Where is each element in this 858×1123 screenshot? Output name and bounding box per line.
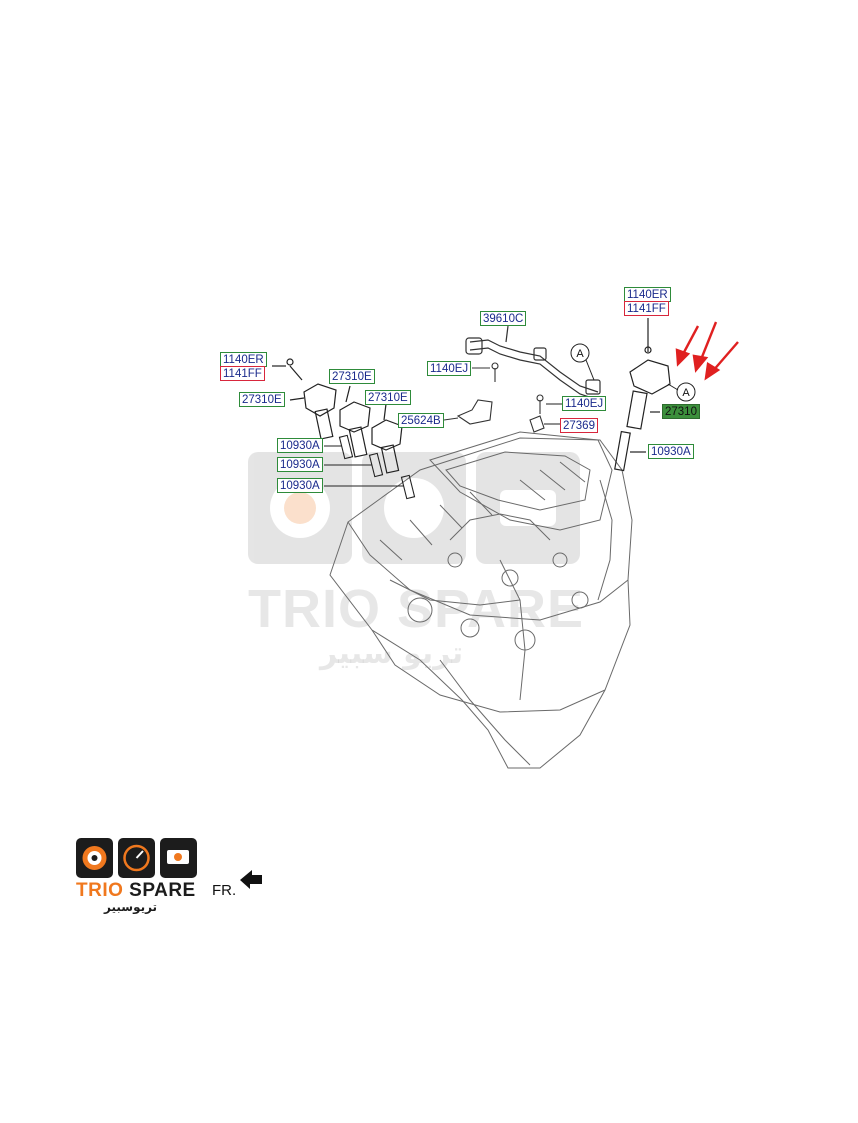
right-ignition-coil	[614, 318, 671, 472]
red-arrow-2	[698, 321, 718, 363]
label-1140er-right: 1140ER	[624, 287, 671, 302]
label-1141ff-right: 1141FF	[624, 301, 669, 316]
label-10930a-1: 10930A	[277, 438, 323, 453]
label-27310e-b: 27310E	[239, 392, 285, 407]
brackets	[443, 362, 562, 433]
label-27369: 27369	[560, 418, 598, 433]
left-spark-plugs	[324, 434, 416, 500]
brand-logo	[76, 838, 197, 878]
label-27310-highlighted: 27310	[662, 404, 700, 419]
label-1140ej-top: 1140EJ	[427, 361, 472, 376]
ref-a-1: A	[576, 348, 584, 360]
ref-a-2: A	[682, 387, 690, 399]
brand-name-arabic: تريوسبير	[104, 900, 158, 914]
red-arrow-3	[711, 341, 739, 373]
highlight-arrows	[675, 321, 739, 381]
label-1141ff-left: 1141FF	[220, 366, 265, 381]
reference-markers: A A	[570, 343, 696, 402]
label-39610c: 39610C	[480, 311, 527, 326]
label-27310e-c: 27310E	[365, 390, 411, 405]
red-arrow-1	[680, 325, 700, 357]
label-10930a-right: 10930A	[648, 444, 694, 459]
label-25624b: 25624B	[398, 413, 444, 428]
front-direction-arrow-icon	[240, 870, 262, 889]
label-10930a-2: 10930A	[277, 457, 323, 472]
ref-circle-2	[676, 382, 696, 402]
label-10930a-3: 10930A	[277, 478, 323, 493]
label-1140er-left: 1140ER	[220, 352, 267, 367]
watermark-text: TRIO SPARE	[248, 579, 585, 639]
watermark-text-arabic: تريو سبير	[320, 636, 464, 671]
label-1140ej-mid: 1140EJ	[562, 396, 607, 411]
front-direction-label: FR.	[212, 882, 237, 899]
wiring-harness	[465, 325, 601, 401]
engine-block	[329, 431, 633, 769]
brand-name-part1: TRIO	[76, 880, 124, 901]
ref-circle-1	[570, 343, 590, 363]
label-27310e-a: 27310E	[329, 369, 375, 384]
brand-name: TRIO SPARE	[76, 880, 196, 902]
left-ignition-coils	[272, 358, 403, 474]
brand-name-part2: SPARE	[123, 880, 196, 901]
